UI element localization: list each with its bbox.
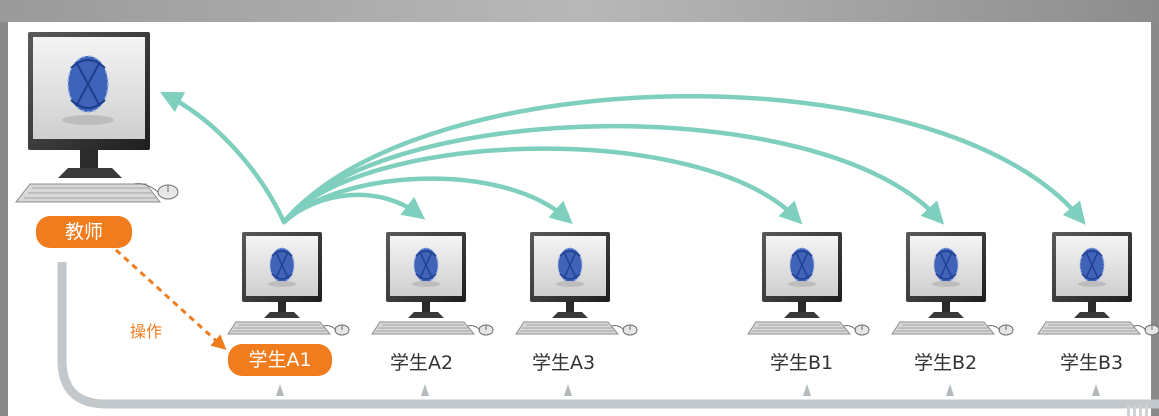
student-computer-a3 [515,231,638,336]
student-b2-label: 学生B2 [914,352,978,374]
student-a2-label: 学生A2 [390,352,454,374]
bus-connector-b1 [803,384,811,396]
arrow-to-b2 [281,124,945,225]
student-b1-label: 学生B1 [770,352,834,374]
student-computer-b1 [747,231,870,336]
arrow-to-b3 [281,93,1086,225]
arrow-to-b1 [281,146,803,225]
student-computer-a2 [371,231,494,336]
network-bus-line [57,262,1159,409]
teacher-computer [15,31,179,203]
bus-connector-b3 [1092,384,1100,396]
bus-connector-a2 [421,384,429,396]
student-a1-badge: 学生A1 [228,344,332,376]
bus-connector-a3 [564,384,572,396]
teacher-badge: 教师 [36,216,132,248]
bus-connector-b2 [946,384,954,396]
student-computer-b2 [891,231,1014,336]
teacher-label: 教师 [64,221,103,243]
frame-corner-ticks [1127,405,1151,416]
frame-top-bar [0,0,1159,22]
arrow-to-a3 [281,176,573,225]
operate-arrow [114,248,227,351]
arrow-to-teacher [159,91,287,225]
student-a3-label: 学生A3 [532,352,596,374]
student-b3-label: 学生B3 [1060,352,1124,374]
operation-label: 操作 [130,322,163,341]
student-a1-label: 学生A1 [248,349,312,371]
student-computer-a1 [227,231,350,336]
bus-connectors [276,384,1100,396]
bus-connector-a1 [276,384,284,396]
student-computer-b3 [1037,231,1159,336]
